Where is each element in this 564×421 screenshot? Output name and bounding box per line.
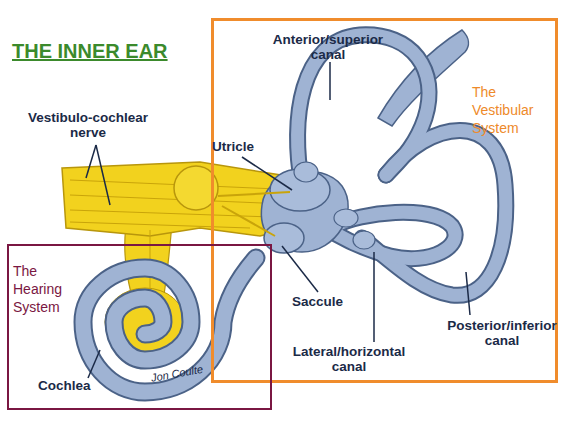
part-label: Utricle <box>212 139 282 154</box>
ampulla <box>334 209 358 227</box>
leader-line <box>373 252 375 342</box>
box-heading: The Vestibular System <box>472 83 556 138</box>
cochlea-outline <box>83 258 256 392</box>
canal-tubes <box>298 35 506 296</box>
leader-lines <box>86 62 470 378</box>
part-label: Posterior/inferior canal <box>440 318 564 348</box>
part-label: Saccule <box>292 294 372 309</box>
ampulla <box>294 162 318 182</box>
part-label: Vestibulo-cochlear nerve <box>16 110 160 140</box>
cochlea-tube <box>83 258 256 392</box>
part-label: Cochlea <box>38 378 128 393</box>
leader-line <box>96 145 110 205</box>
leader-line <box>86 145 96 178</box>
part-label: Anterior/superior canal <box>262 32 394 62</box>
diagram-title: THE INNER EAR <box>12 40 168 63</box>
vestibular-nerve-branches <box>218 192 290 236</box>
part-label: Lateral/horizontal canal <box>282 344 416 374</box>
leader-line <box>282 246 318 292</box>
box-heading: The Hearing System <box>13 262 77 317</box>
ampulla <box>353 231 375 249</box>
canal-outlines <box>298 35 506 296</box>
leader-line <box>466 272 470 315</box>
leader-line <box>88 350 100 378</box>
leader-line <box>242 157 292 190</box>
leader-line <box>329 62 331 100</box>
